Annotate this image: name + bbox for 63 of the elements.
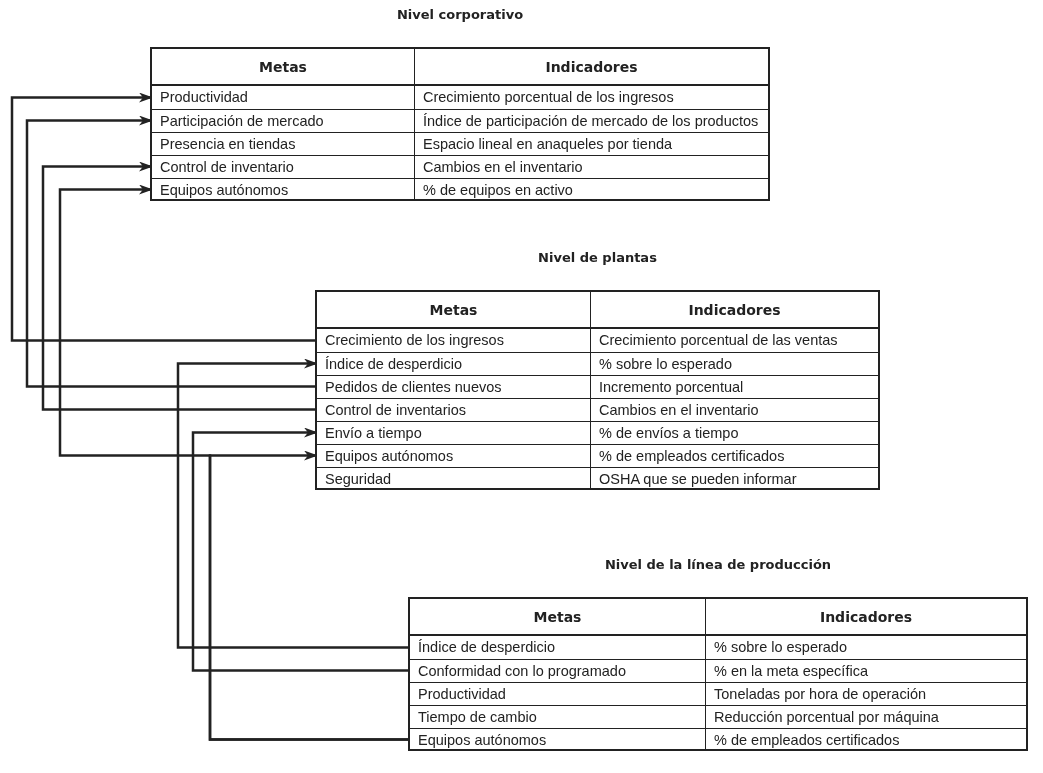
goal-text: Índice de desperdicio bbox=[324, 355, 464, 374]
indicator-text: % de empleados certificados bbox=[705, 729, 1026, 751]
goal-text: Equipos autónomos bbox=[324, 447, 455, 466]
column-header: Metas bbox=[428, 300, 479, 320]
column-header: Metas bbox=[258, 57, 308, 77]
indicator-text: % de equipos en activo bbox=[414, 179, 768, 201]
indicator-text: % de envíos a tiempo bbox=[590, 422, 878, 444]
indicator-text: Toneladas por hora de operación bbox=[705, 683, 1026, 705]
table-title: Nivel de plantas bbox=[538, 250, 657, 265]
goal-text: Índice de desperdicio bbox=[417, 638, 557, 657]
indicator-text: Incremento porcentual bbox=[590, 376, 878, 398]
column-header: Indicadores bbox=[414, 49, 768, 84]
arrow bbox=[10, 92, 317, 342]
table-row bbox=[410, 705, 1026, 728]
goal-text: Equipos autónomos bbox=[159, 181, 290, 200]
arrow bbox=[25, 115, 317, 388]
goal-text: Equipos autónomos bbox=[417, 731, 548, 750]
table-row bbox=[152, 109, 768, 132]
table-row bbox=[410, 682, 1026, 705]
table-row bbox=[410, 728, 1026, 751]
indicator-text: % sobre lo esperado bbox=[590, 353, 878, 375]
table-title: Nivel de la línea de producción bbox=[604, 557, 832, 572]
arrow bbox=[176, 358, 410, 649]
goal-text: Productividad bbox=[417, 685, 507, 704]
goal-text: Participación de mercado bbox=[159, 112, 325, 131]
goal-text: Presencia en tiendas bbox=[159, 135, 297, 154]
indicator-text: Reducción porcentual por máquina bbox=[705, 706, 1026, 728]
goal-text: Tiempo de cambio bbox=[417, 708, 538, 727]
goal-text: Conformidad con lo programado bbox=[417, 662, 627, 681]
table-row bbox=[152, 132, 768, 155]
column-header: Metas bbox=[532, 607, 583, 627]
column-header: Indicadores bbox=[705, 599, 1026, 634]
table-row bbox=[317, 398, 878, 421]
table-row bbox=[317, 352, 878, 375]
indicator-text: Cambios en el inventario bbox=[414, 156, 768, 178]
table-row bbox=[317, 375, 878, 398]
indicator-text: Espacio lineal en anaqueles por tienda bbox=[414, 133, 768, 155]
goal-text: Control de inventario bbox=[159, 158, 295, 177]
arrow bbox=[191, 427, 410, 672]
arrow bbox=[41, 161, 317, 411]
table-row bbox=[317, 467, 878, 490]
table-row bbox=[152, 178, 768, 201]
indicator-text: Crecimiento porcentual de los ingresos bbox=[414, 86, 768, 109]
indicator-text: OSHA que se pueden informar bbox=[590, 468, 878, 490]
goal-text: Crecimiento de los ingresos bbox=[324, 331, 505, 350]
table-title: Nivel corporativo bbox=[396, 7, 524, 22]
table-row bbox=[152, 155, 768, 178]
indicator-text: % de empleados certificados bbox=[590, 445, 878, 467]
table-row bbox=[410, 659, 1026, 682]
indicator-text: Crecimiento porcentual de las ventas bbox=[590, 329, 878, 352]
indicator-text: % sobre lo esperado bbox=[705, 636, 1026, 659]
goal-text: Envío a tiempo bbox=[324, 424, 423, 443]
indicator-text: Cambios en el inventario bbox=[590, 399, 878, 421]
goal-text: Productividad bbox=[159, 88, 249, 107]
table-row bbox=[317, 421, 878, 444]
table-row bbox=[317, 444, 878, 467]
indicator-text: % en la meta específica bbox=[705, 660, 1026, 682]
indicator-text: Índice de participación de mercado de los productos bbox=[414, 110, 768, 132]
arrow bbox=[208, 450, 410, 741]
goal-text: Pedidos de clientes nuevos bbox=[324, 378, 503, 397]
goal-text: Control de inventarios bbox=[324, 401, 468, 420]
goal-text: Seguridad bbox=[324, 470, 393, 489]
column-header: Indicadores bbox=[590, 292, 878, 327]
